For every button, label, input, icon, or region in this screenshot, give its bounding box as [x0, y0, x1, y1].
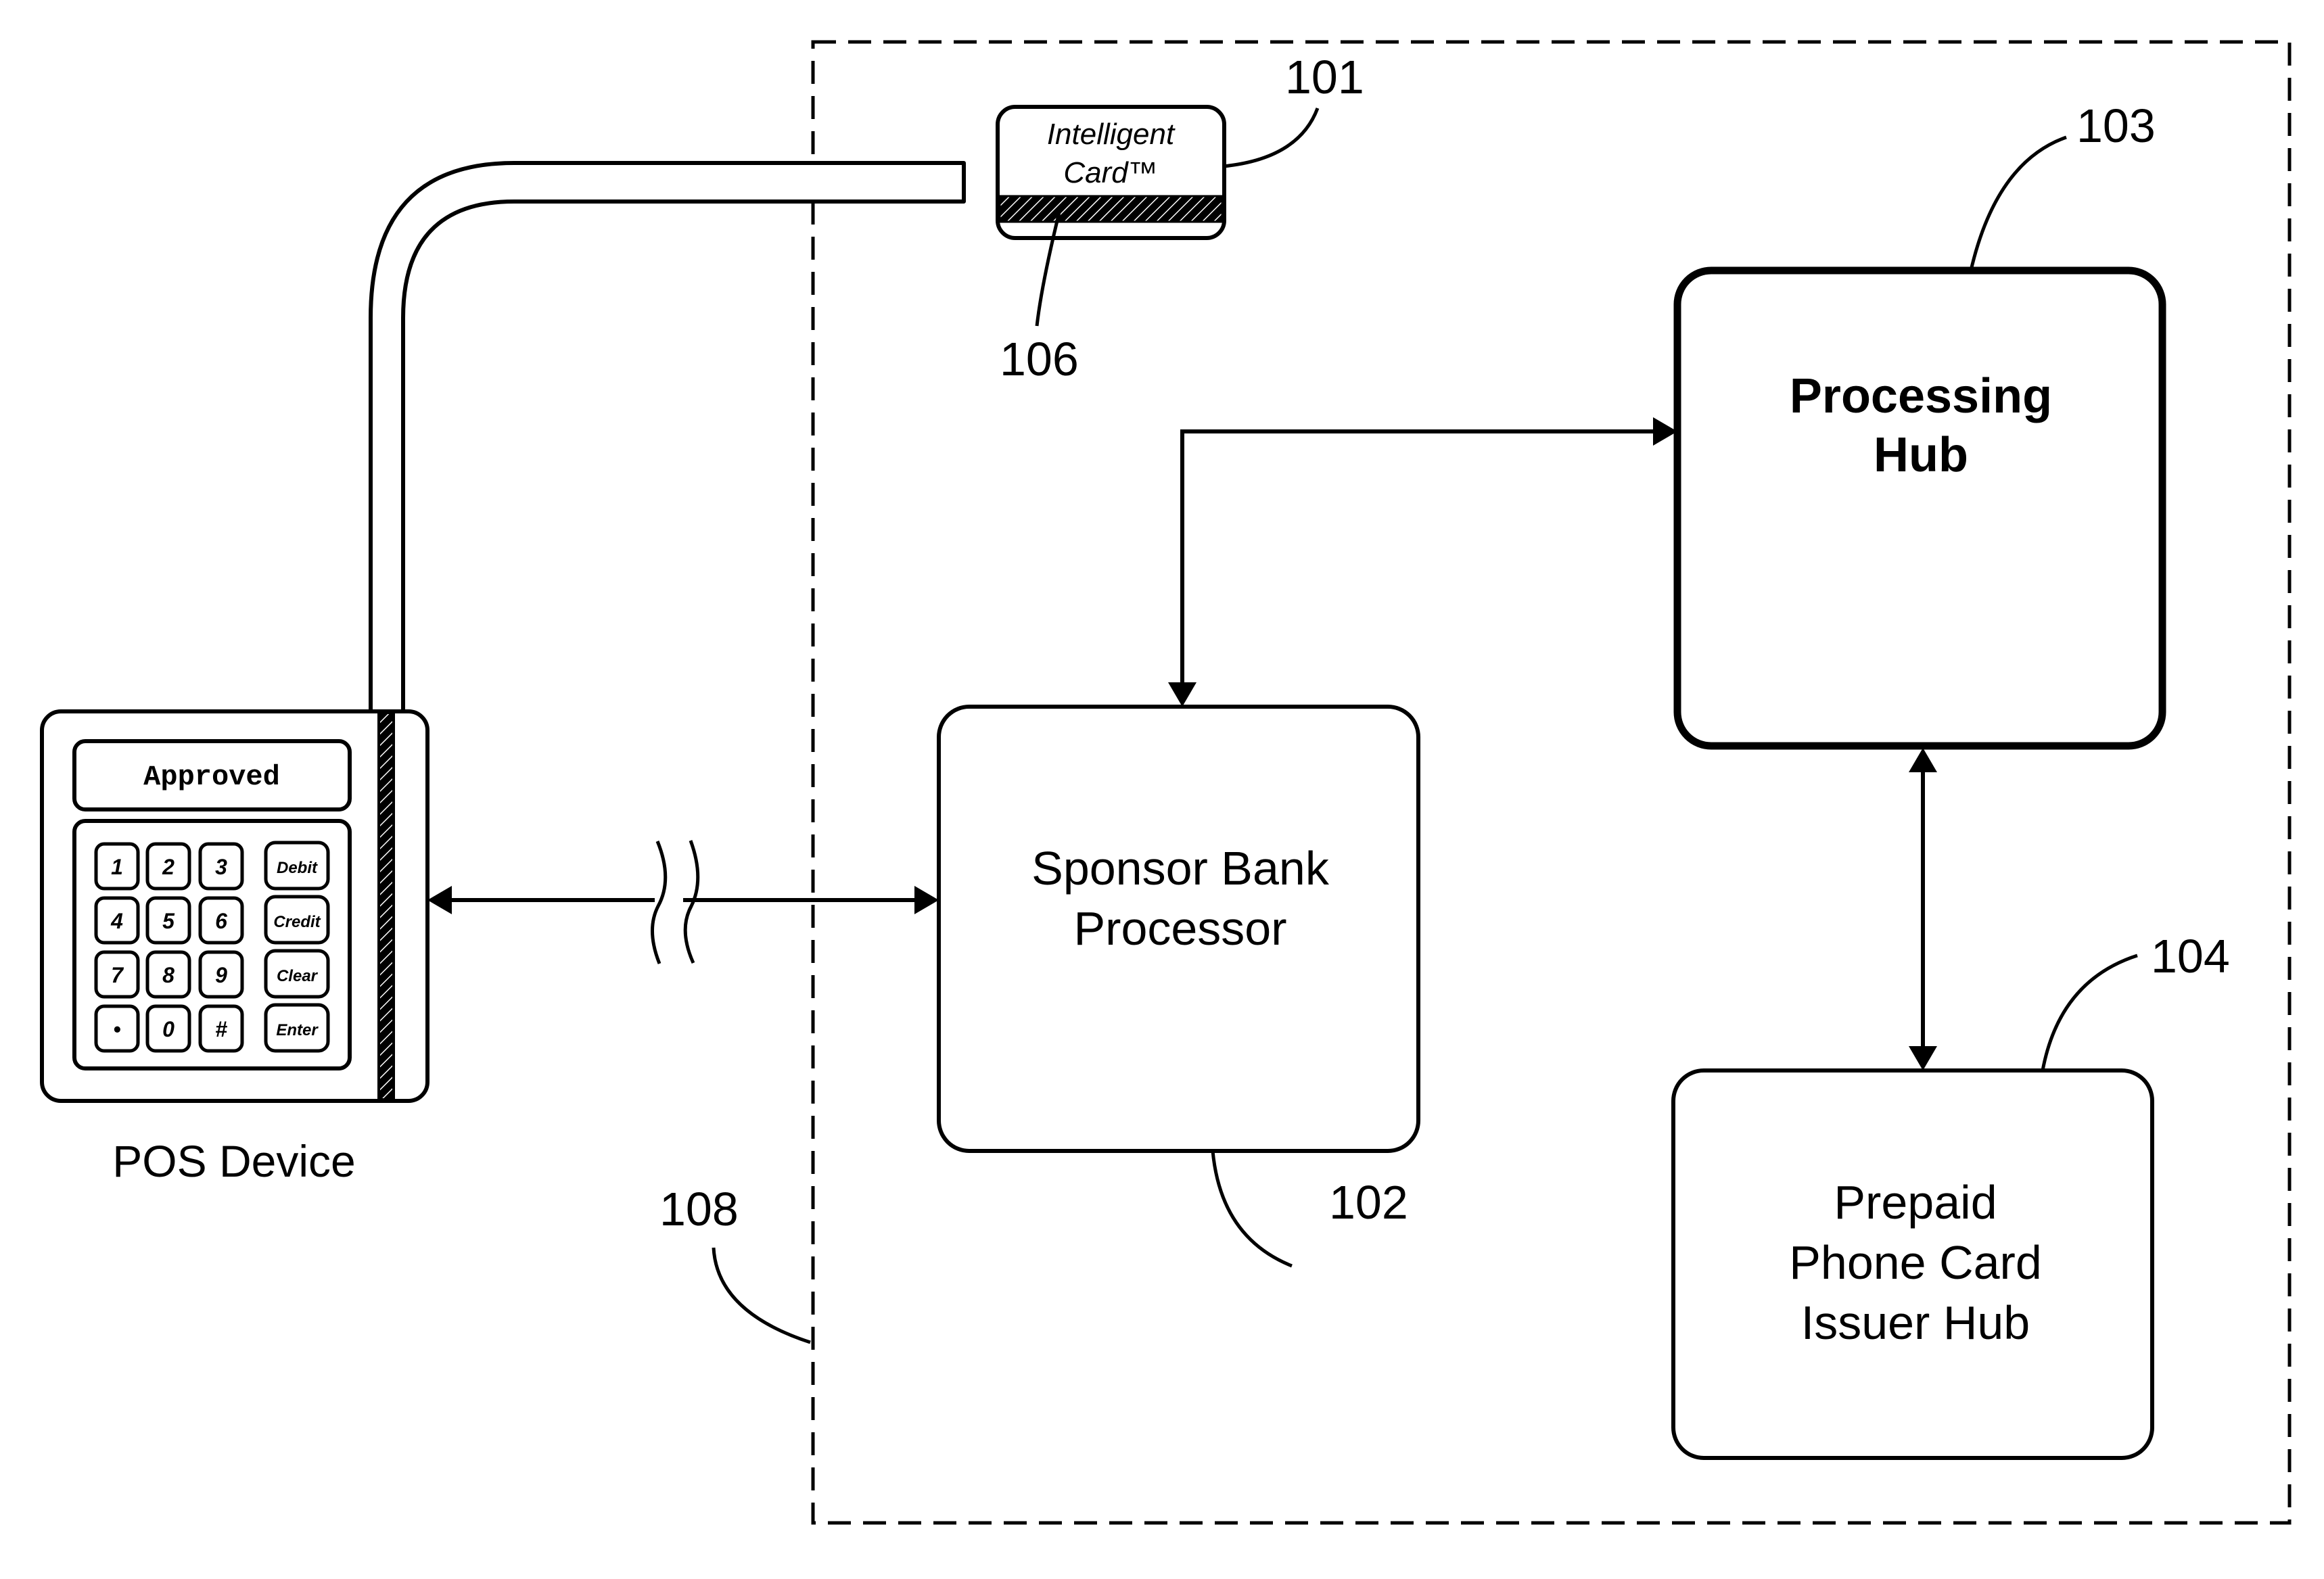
keypad-key[interactable]: 5: [147, 898, 189, 943]
keypad-key-label: 7: [111, 963, 124, 987]
intelligent-card: Intelligent Card™: [998, 107, 1224, 238]
keypad-key-label: 9: [215, 963, 227, 987]
keypad-key[interactable]: •: [96, 1006, 138, 1051]
prepaid-label-line2: Phone Card: [1789, 1236, 2042, 1289]
keypad-key[interactable]: 4: [96, 898, 138, 943]
keypad-key[interactable]: 3: [200, 844, 242, 889]
processing-hub: Processing Hub: [1677, 270, 2162, 746]
ref-102: 102: [1329, 1176, 1408, 1229]
prepaid-issuer-hub: Prepaid Phone Card Issuer Hub: [1673, 1070, 2152, 1458]
keypad-key-label: 8: [162, 963, 175, 987]
keypad-key-label: #: [215, 1017, 227, 1041]
ref-103: 103: [2076, 99, 2156, 152]
leader-103: [1970, 137, 2066, 273]
card-label-line1: Intelligent: [1047, 118, 1176, 151]
function-key-label: Clear: [277, 967, 319, 985]
function-key-clear[interactable]: Clear: [266, 951, 328, 997]
function-key-label: Credit: [273, 913, 321, 931]
pos-device: Approved 1 2 3 4 5 6 7 8 9 • 0 # DebitCreditClearEnt…: [42, 711, 427, 1101]
sponsor-label-line1: Sponsor Bank: [1031, 842, 1330, 895]
keypad-key-label: 1: [111, 855, 123, 879]
keypad-key[interactable]: #: [200, 1006, 242, 1051]
leader-102: [1213, 1151, 1292, 1266]
keypad-key[interactable]: 8: [147, 952, 189, 997]
keypad-key[interactable]: 9: [200, 952, 242, 997]
function-key-credit[interactable]: Credit: [266, 897, 328, 943]
card-insertion-arrow: [353, 163, 964, 765]
pos-device-label: POS Device: [112, 1136, 355, 1186]
function-key-debit[interactable]: Debit: [266, 843, 328, 889]
card-reader-slot: [379, 713, 394, 1100]
function-key-label: Enter: [276, 1021, 319, 1039]
function-key-enter[interactable]: Enter: [266, 1005, 328, 1051]
keypad-key[interactable]: 7: [96, 952, 138, 997]
sponsor-label-line2: Processor: [1073, 902, 1286, 955]
keypad-key-label: 2: [162, 855, 175, 879]
keypad-key-label: 5: [162, 909, 175, 933]
magnetic-stripe: [1000, 196, 1222, 222]
keypad-key[interactable]: 6: [200, 898, 242, 943]
pos-screen-text: Approved: [143, 761, 280, 793]
keypad-key-label: 0: [162, 1017, 175, 1041]
hub-label-line2: Hub: [1874, 428, 1968, 482]
keypad-key[interactable]: 0: [147, 1006, 189, 1051]
prepaid-label-line3: Issuer Hub: [1801, 1296, 2030, 1349]
function-key-label: Debit: [277, 859, 318, 877]
sponsor-hub-link: [1182, 431, 1657, 686]
hub-bottom-arrowhead: [1909, 748, 1937, 772]
ref-101: 101: [1285, 51, 1364, 103]
sponsor-link-arrowhead: [914, 886, 939, 914]
ref-104: 104: [2151, 930, 2230, 983]
ref-108: 108: [659, 1183, 739, 1235]
pos-link-arrowhead: [427, 886, 452, 914]
hub-label-line1: Processing: [1790, 369, 2052, 423]
keypad-key-label: 3: [215, 855, 227, 879]
leader-101: [1223, 108, 1318, 166]
keypad-key[interactable]: 1: [96, 844, 138, 889]
keypad-key-label: 4: [110, 909, 123, 933]
ref-106: 106: [1000, 333, 1079, 385]
sponsor-top-arrowhead: [1168, 682, 1196, 707]
keypad-key-label: 6: [215, 909, 227, 933]
sponsor-bank-processor: Sponsor Bank Processor: [939, 707, 1418, 1151]
keypad-key[interactable]: 2: [147, 844, 189, 889]
keypad-key-label: •: [113, 1017, 120, 1041]
leader-104: [2043, 956, 2137, 1070]
card-label-line2: Card™: [1063, 156, 1157, 189]
leader-108: [714, 1248, 810, 1342]
prepaid-label-line1: Prepaid: [1834, 1176, 1997, 1229]
prepaid-top-arrowhead: [1909, 1046, 1937, 1070]
